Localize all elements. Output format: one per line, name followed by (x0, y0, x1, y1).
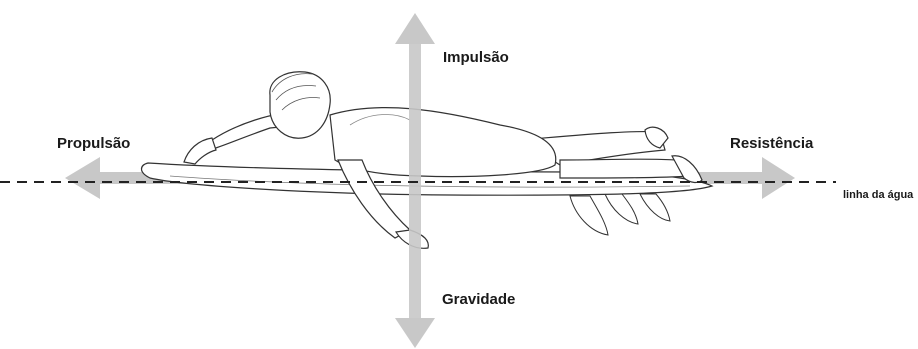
surfboard-fins (570, 194, 670, 235)
waterline-label: linha da água (843, 189, 913, 201)
propulsion-label: Propulsão (57, 135, 130, 152)
propulsion-arrowhead (65, 157, 100, 199)
gravity-arrowhead (395, 318, 435, 348)
gravity-label: Gravidade (442, 291, 515, 308)
resistance-label: Resistência (730, 135, 813, 152)
surfer-figure (184, 72, 702, 249)
buoyancy-arrowhead (395, 13, 435, 44)
buoyancy-label: Impulsão (443, 49, 509, 66)
resistance-arrowhead (762, 157, 795, 199)
